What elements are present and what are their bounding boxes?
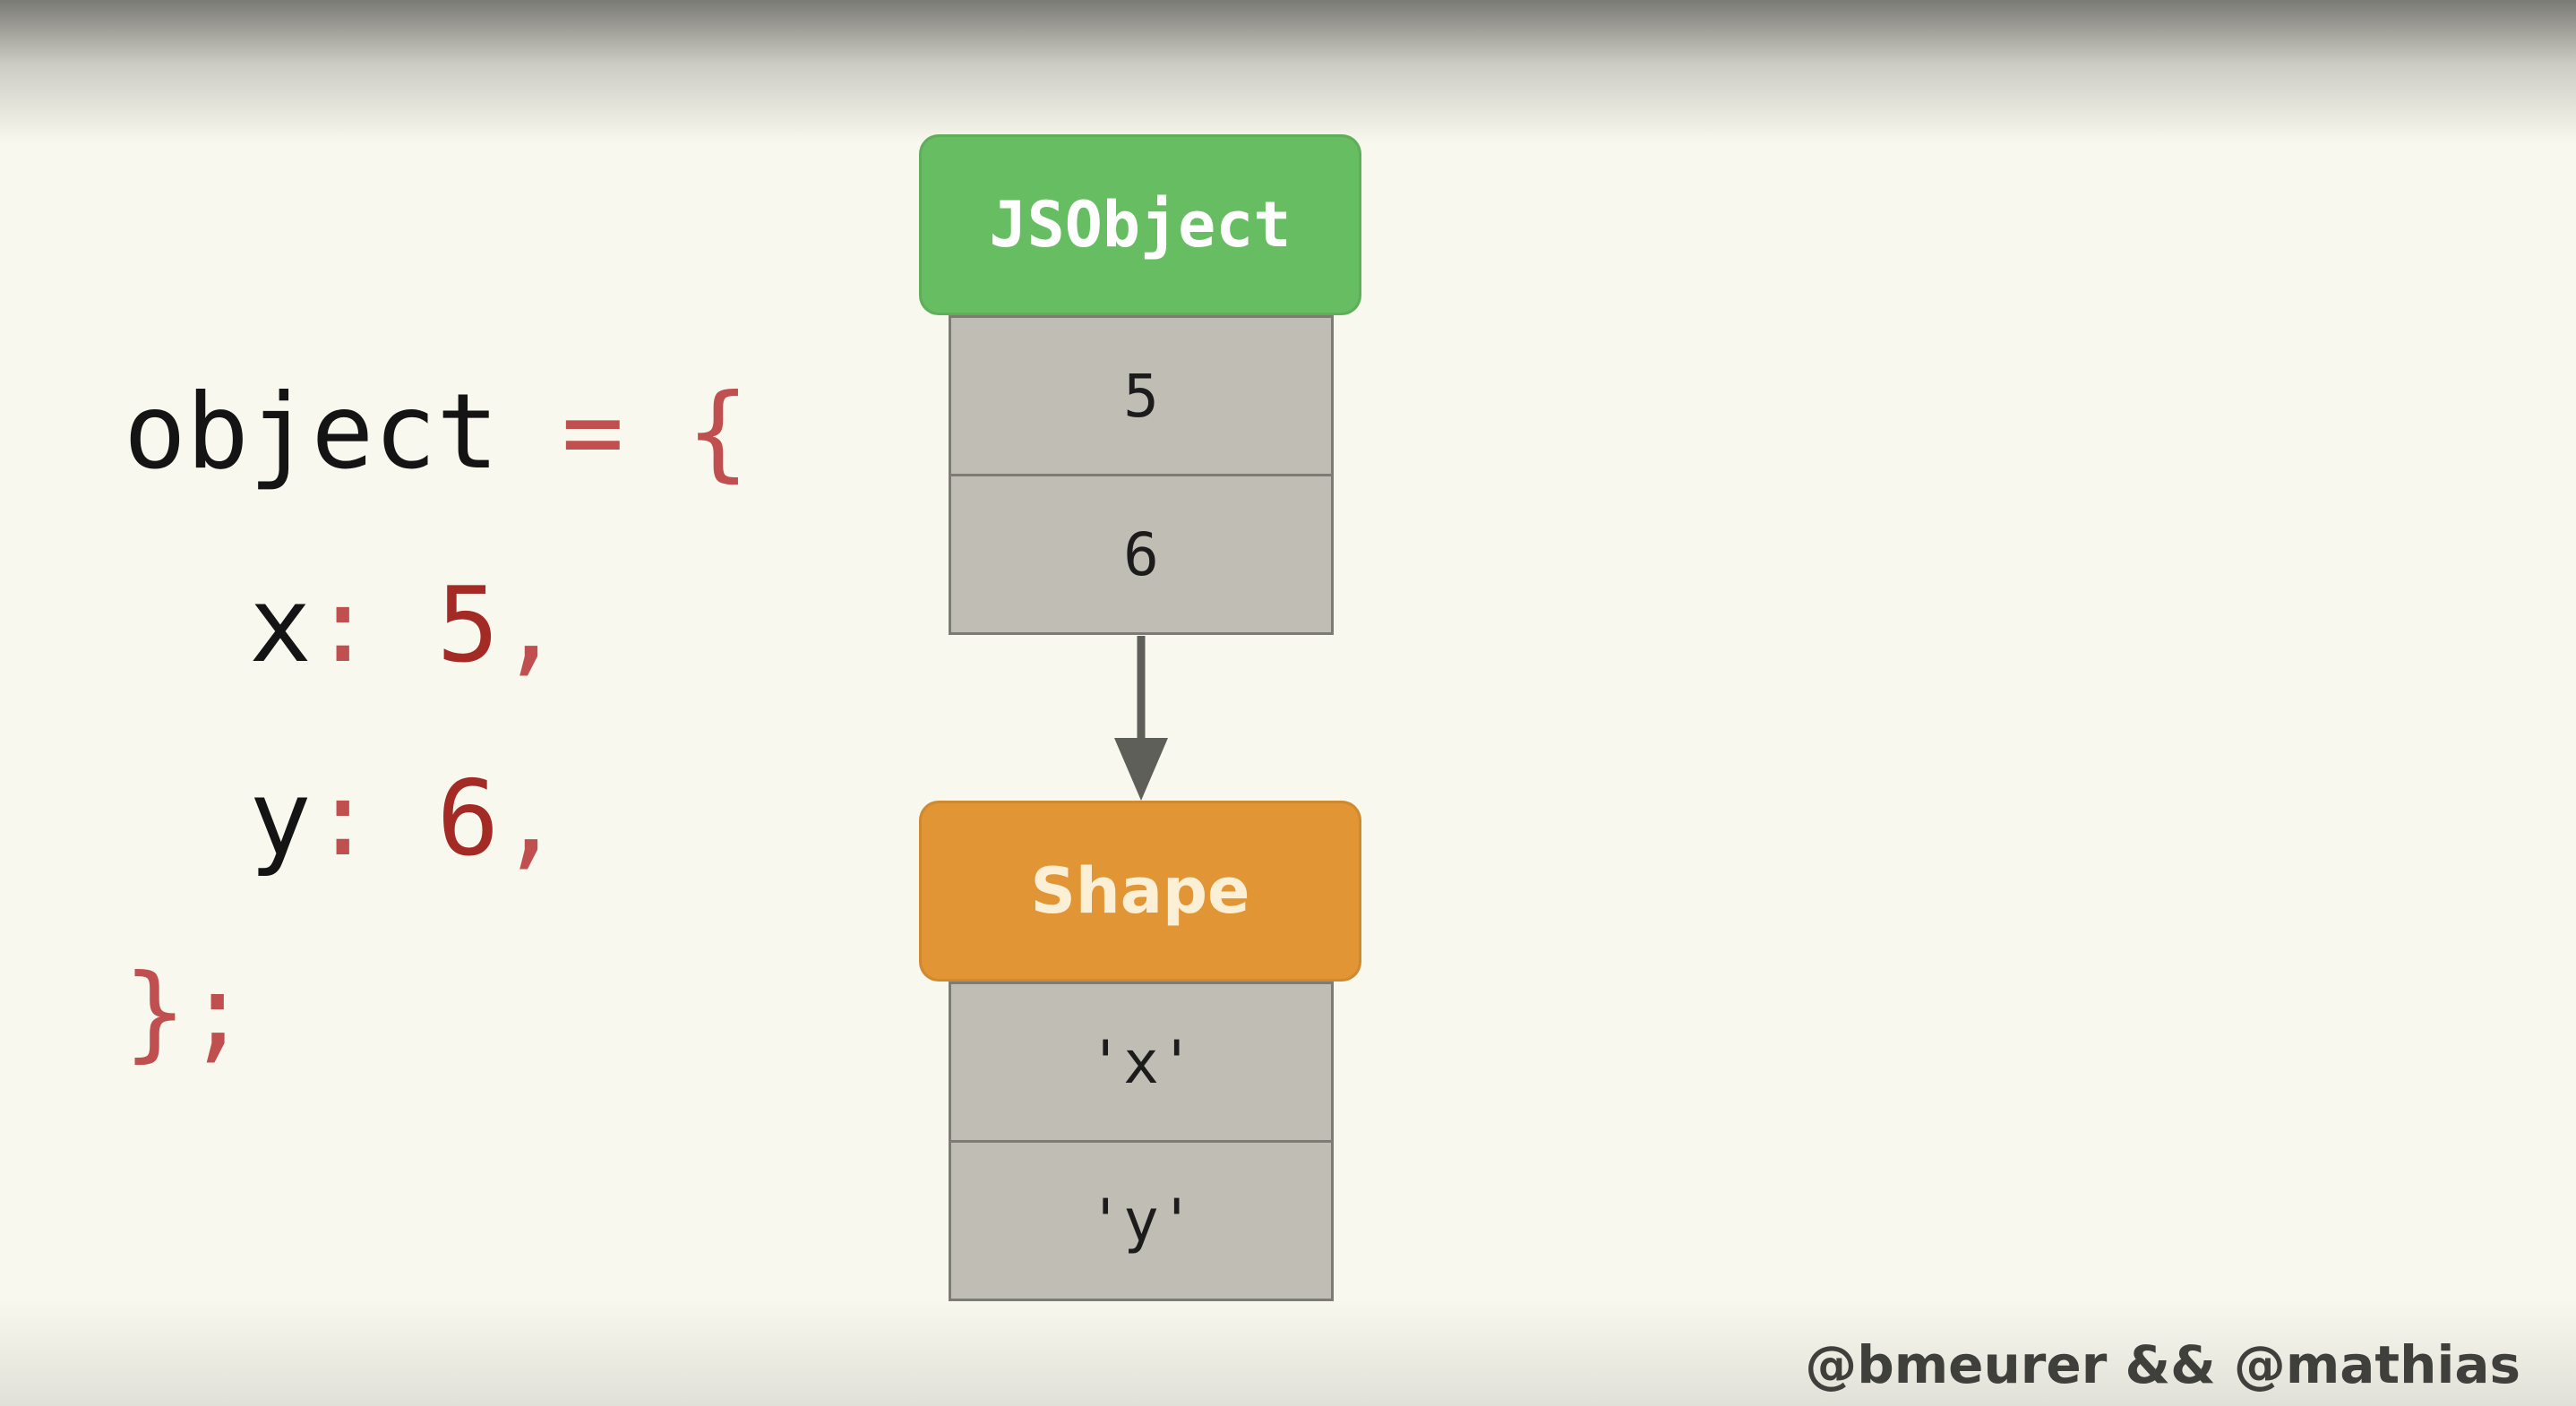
author-credit: @bmeurer && @mathias: [1805, 1334, 2520, 1395]
shape-pointer-arrow: [1114, 636, 1168, 801]
video-top-shade: [0, 0, 2576, 143]
code-assign-operator: =: [561, 372, 624, 493]
code-key-x: x: [249, 565, 312, 686]
code-snippet: object = { x: 5, y: 6, };: [124, 336, 749, 1110]
code-value-5: 5: [436, 565, 500, 686]
code-line-2: x: 5,: [124, 529, 749, 723]
code-semicolon: ;: [185, 952, 249, 1073]
shape-box: Shape: [919, 801, 1361, 982]
code-close-brace: }: [124, 952, 186, 1073]
video-bottom-shade: [0, 1299, 2576, 1406]
code-value-6: 6: [436, 759, 500, 879]
code-line-1: object = {: [124, 336, 749, 529]
code-key-y: y: [249, 759, 312, 879]
code-comma: ,: [499, 565, 562, 686]
code-comma: ,: [499, 759, 562, 879]
code-colon: :: [311, 759, 374, 879]
jsobject-slot-y-value: 6: [949, 474, 1334, 635]
jsobject-box: JSObject: [919, 134, 1361, 315]
code-open-brace: {: [686, 372, 750, 493]
code-line-4: };: [124, 916, 749, 1110]
object-shape-diagram: JSObject 5 6 Shape 'x' 'y': [919, 134, 1363, 1309]
shape-property-x: 'x': [949, 982, 1334, 1143]
code-colon: :: [311, 565, 374, 686]
shape-property-y: 'y': [949, 1140, 1334, 1301]
code-line-3: y: 6,: [124, 723, 749, 916]
code-identifier: object: [124, 372, 500, 493]
jsobject-slot-x-value: 5: [949, 315, 1334, 476]
